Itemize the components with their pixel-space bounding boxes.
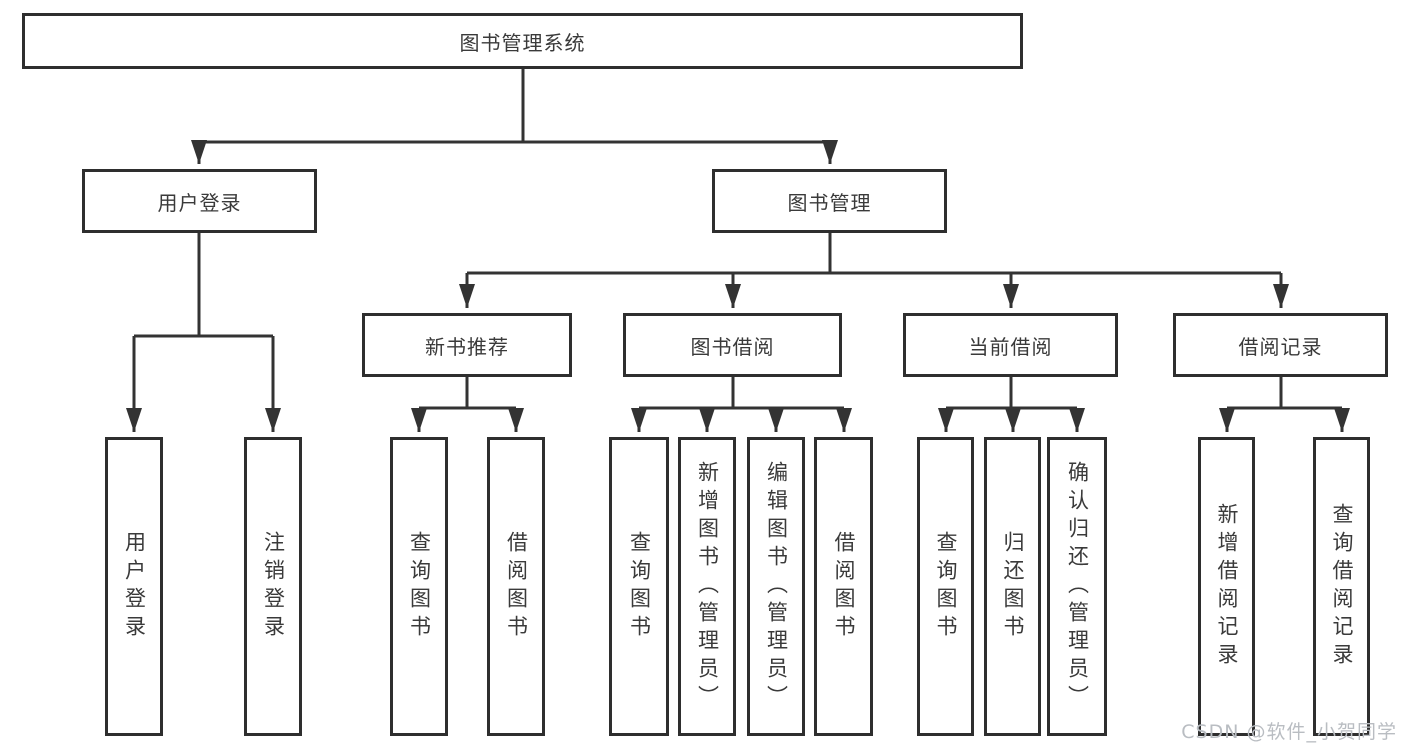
node-label: 编辑图书（管理员） xyxy=(764,460,789,713)
leaf-query-books-recommend: 查询图书 xyxy=(390,437,448,736)
node-label: 图书管理系统 xyxy=(459,30,586,55)
node-user-login: 用户登录 xyxy=(82,169,317,233)
node-label: 用户登录 xyxy=(157,190,242,215)
leaf-query-books-borrow: 查询图书 xyxy=(609,437,669,736)
leaf-borrow-books: 借阅图书 xyxy=(814,437,873,736)
node-book-management: 图书管理 xyxy=(712,169,947,233)
node-label: 当前借阅 xyxy=(968,334,1053,359)
node-label: 新增借阅记录 xyxy=(1215,502,1239,671)
leaf-add-books-admin: 新增图书（管理员） xyxy=(678,437,736,736)
node-label: 归还图书 xyxy=(1001,530,1025,643)
node-current-borrowing: 当前借阅 xyxy=(903,313,1118,377)
node-book-borrowing: 图书借阅 xyxy=(623,313,842,377)
node-label: 查询图书 xyxy=(407,530,432,643)
node-label: 借阅图书 xyxy=(832,530,856,643)
leaf-add-borrow-record: 新增借阅记录 xyxy=(1198,437,1255,736)
leaf-edit-books-admin: 编辑图书（管理员） xyxy=(747,437,805,736)
leaf-query-books-current: 查询图书 xyxy=(917,437,974,736)
node-label: 查询图书 xyxy=(627,530,652,643)
node-new-book-recommend: 新书推荐 xyxy=(362,313,572,377)
node-borrow-records: 借阅记录 xyxy=(1173,313,1388,377)
node-library-system: 图书管理系统 xyxy=(22,13,1023,69)
leaf-confirm-return-admin: 确认归还（管理员） xyxy=(1047,437,1107,736)
node-label: 查询借阅记录 xyxy=(1330,502,1354,671)
leaf-user-login: 用户登录 xyxy=(105,437,163,736)
node-label: 图书管理 xyxy=(787,190,872,215)
node-label: 确认归还（管理员） xyxy=(1065,460,1090,713)
leaf-logout: 注销登录 xyxy=(244,437,302,736)
node-label: 新增图书（管理员） xyxy=(695,460,720,713)
node-label: 借阅图书 xyxy=(504,530,529,643)
leaf-return-books: 归还图书 xyxy=(984,437,1041,736)
node-label: 图书借阅 xyxy=(690,334,775,359)
node-label: 用户登录 xyxy=(122,530,147,643)
node-label: 新书推荐 xyxy=(425,334,509,359)
node-label: 注销登录 xyxy=(261,530,286,643)
node-label: 借阅记录 xyxy=(1238,334,1323,359)
leaf-borrow-books-recommend: 借阅图书 xyxy=(487,437,545,736)
csdn-watermark: CSDN @软件_小贺同学 xyxy=(1181,721,1397,743)
leaf-query-borrow-record: 查询借阅记录 xyxy=(1313,437,1370,736)
node-label: 查询图书 xyxy=(934,530,958,643)
